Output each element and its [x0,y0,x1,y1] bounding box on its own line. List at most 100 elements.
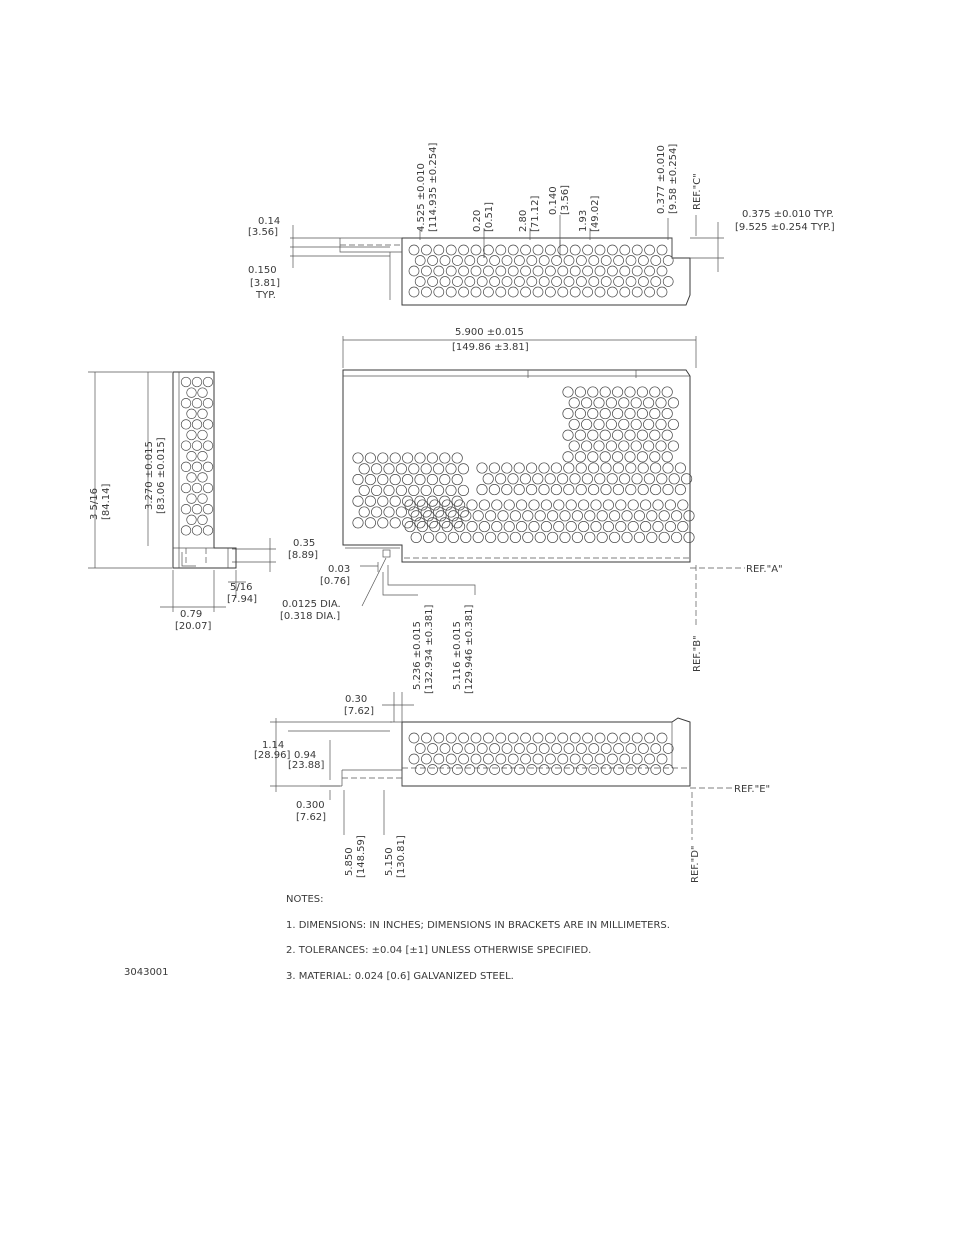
perforation-hole [532,244,544,256]
perforation-hole [358,484,370,496]
perforation-hole [454,499,466,511]
perforation-hole [600,255,612,266]
perforation-hole [421,265,432,277]
perforation-hole [619,265,631,277]
perforation-hole [661,386,673,398]
perforation-hole [441,499,453,511]
perforation-hole [550,462,562,474]
perforation-hole [574,408,586,420]
dim-030-mm: [7.62] [344,706,374,717]
perforation-hole [452,764,463,775]
perforation-hole [197,429,208,441]
perforation-hole [191,440,203,451]
perforation-hole [408,463,420,475]
perforation-hole [575,462,587,474]
perforation-hole [202,504,214,515]
perforation-hole [433,732,445,744]
perforation-hole [633,510,645,522]
perforation-hole [630,397,642,409]
perforation-hole [439,743,451,754]
perforation-hole [569,753,581,765]
perforation-hole [507,286,519,298]
dim-003-mm: [0.76] [320,576,350,587]
perforation-hole [534,510,546,522]
perforation-hole [410,531,422,543]
perforation-hole [581,473,593,485]
perforation-hole [627,499,639,511]
perforation-hole [553,499,565,511]
perforation-hole [452,276,463,287]
perforation-hole [624,408,636,420]
perforation-hole [681,473,693,485]
perforation-hole [526,255,538,266]
perforation-hole [445,753,457,765]
perforation-hole [526,764,538,775]
perforation-hole [435,510,447,522]
perforation-hole [414,743,426,754]
perforation-hole [427,276,438,287]
dim-5150-mm: [130.81] [396,835,407,878]
perforation-hole [528,521,540,533]
perforation-hole [545,753,556,765]
perforation-hole [445,265,457,277]
dim-0375-mm: [9.525 ±0.254 TYP.] [735,222,835,233]
dim-5900-mm: [149.86 ±3.81] [452,342,529,353]
perforation-hole [563,276,575,287]
perforation-hole [489,764,500,775]
perforation-hole [636,429,648,441]
perforation-hole [466,521,478,533]
perforation-hole [507,732,519,744]
perforation-hole [612,408,624,420]
perforation-hole [389,474,401,486]
perforation-hole [426,452,438,464]
perforation-hole [613,276,624,287]
perforation-hole [569,244,581,256]
perforation-hole [495,244,507,256]
perforation-hole [581,418,593,430]
perforation-hole [557,286,569,298]
perforation-hole [557,753,569,765]
perforation-hole [594,244,606,256]
dim-0300: 0.300 [296,800,325,811]
perforation-hole [557,473,569,485]
perforation-hole [458,265,469,277]
perforation-hole [197,451,208,462]
perforation-hole [578,499,590,511]
perforation-hole [408,506,420,518]
dim-003: 0.03 [328,564,350,575]
ref-b: REF."B" [692,635,703,672]
perforation-hole [609,531,621,543]
perforation-hole [464,276,476,287]
perforation-hole [605,440,617,452]
perforation-hole [638,276,649,287]
perforation-hole [445,484,457,496]
perforation-hole [451,452,463,464]
perforation-hole [576,743,587,754]
perforation-hole [582,753,593,765]
perforation-hole [191,376,203,388]
perforation-hole [569,286,581,298]
perforation-hole [646,531,658,543]
dim-516: 5/16 [230,582,252,593]
perforation-hole [636,386,648,398]
perforation-hole [661,408,673,420]
dim-5850-mm: [148.59] [356,835,367,878]
perforation-hole [509,531,521,543]
perforation-hole [464,743,476,754]
perforation-hole [661,451,673,463]
perforation-hole [460,510,472,522]
perforation-hole [587,451,599,463]
perforation-hole [483,753,494,765]
perforation-hole [497,531,509,543]
perforation-hole [483,732,494,744]
perforation-hole [563,764,575,775]
perforation-hole [435,531,447,543]
perforation-hole [571,531,583,543]
perforation-hole [383,484,395,496]
perforation-hole [600,743,612,754]
perforation-hole [364,474,376,486]
perforation-hole [180,376,192,388]
perforation-hole [433,286,445,298]
perforation-hole [191,482,203,494]
main-view-outline [342,369,691,563]
